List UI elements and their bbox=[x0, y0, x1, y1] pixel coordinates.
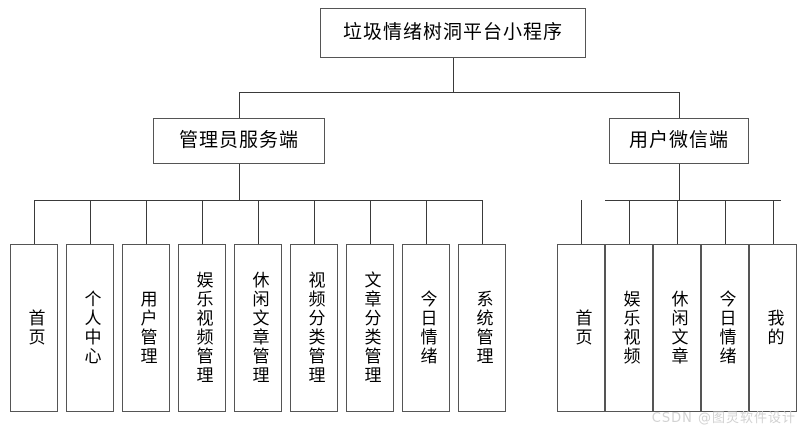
connector-leaf-drop-admin-1 bbox=[90, 200, 91, 244]
connector-root-stem bbox=[453, 58, 454, 92]
leaf-node-wechat-2: 休闲文章 bbox=[653, 244, 701, 412]
connector-branch-stem-admin bbox=[239, 92, 240, 118]
connector-leaf-drop-admin-8 bbox=[482, 200, 483, 244]
connector-leaf-drop-wechat-3 bbox=[725, 200, 726, 244]
leaf-node-admin-3: 娱乐视频管理 bbox=[178, 244, 226, 412]
leaf-node-admin-5: 视频分类管理 bbox=[290, 244, 338, 412]
connector-leaf-drop-wechat-0 bbox=[581, 200, 582, 244]
connector-branch-drop-wechat bbox=[679, 164, 680, 200]
connector-branch-drop-admin bbox=[239, 164, 240, 200]
leaf-node-admin-4: 休闲文章管理 bbox=[234, 244, 282, 412]
leaf-node-admin-2: 用户管理 bbox=[122, 244, 170, 412]
leaf-node-wechat-4: 我的 bbox=[749, 244, 797, 412]
leaf-node-wechat-0: 首页 bbox=[557, 244, 605, 412]
leaf-node-admin-1: 个人中心 bbox=[66, 244, 114, 412]
connector-leaf-drop-wechat-2 bbox=[677, 200, 678, 244]
connector-leaf-drop-wechat-4 bbox=[773, 200, 774, 244]
leaf-node-admin-7: 今日情绪 bbox=[402, 244, 450, 412]
root-node: 垃圾情绪树洞平台小程序 bbox=[320, 8, 586, 58]
connector-leaf-drop-admin-6 bbox=[370, 200, 371, 244]
connector-leaf-drop-admin-3 bbox=[202, 200, 203, 244]
leaf-node-wechat-3: 今日情绪 bbox=[701, 244, 749, 412]
connector-leaf-drop-admin-4 bbox=[258, 200, 259, 244]
branch-node-admin: 管理员服务端 bbox=[153, 118, 325, 164]
connector-leaf-drop-admin-7 bbox=[426, 200, 427, 244]
connector-child-bus-wechat bbox=[605, 200, 781, 201]
leaf-node-admin-8: 系统管理 bbox=[458, 244, 506, 412]
connector-leaf-drop-admin-5 bbox=[314, 200, 315, 244]
connector-leaf-drop-admin-0 bbox=[34, 200, 35, 244]
leaf-node-admin-6: 文章分类管理 bbox=[346, 244, 394, 412]
connector-leaf-drop-wechat-1 bbox=[629, 200, 630, 244]
connector-leaf-drop-admin-2 bbox=[146, 200, 147, 244]
connector-top-bus bbox=[239, 92, 679, 93]
connector-branch-stem-wechat bbox=[679, 92, 680, 118]
branch-node-wechat: 用户微信端 bbox=[609, 118, 749, 164]
leaf-node-wechat-1: 娱乐视频 bbox=[605, 244, 653, 412]
leaf-node-admin-0: 首页 bbox=[10, 244, 58, 412]
